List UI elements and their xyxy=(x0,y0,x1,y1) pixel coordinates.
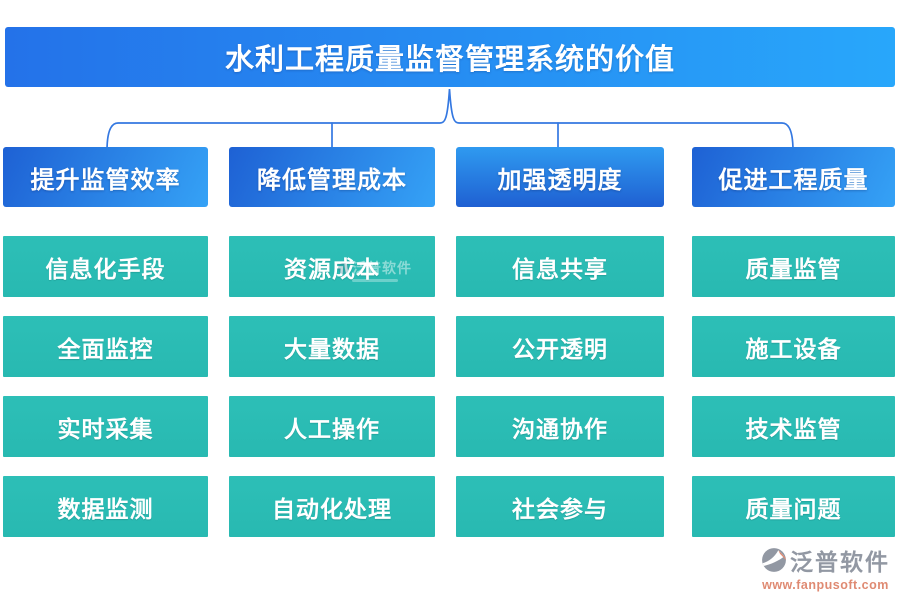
column-management-cost: 降低管理成本 资源成本 大量数据 人工操作 自动化处理 xyxy=(229,147,435,556)
value-item: 技术监管 xyxy=(692,396,895,457)
value-item-label: 技术监管 xyxy=(745,416,842,442)
value-item-label: 自动化处理 xyxy=(272,496,392,522)
value-item-label: 沟通协作 xyxy=(512,416,608,442)
brand-name: 泛普软件 xyxy=(790,550,890,575)
value-item: 信息共享 xyxy=(456,236,664,297)
brand-url: www.fanpusoft.com xyxy=(762,578,889,592)
page-title: 水利工程质量监督管理系统的价值 xyxy=(224,44,675,76)
value-item: 全面监控 xyxy=(3,316,208,377)
value-item: 资源成本 xyxy=(229,236,435,297)
value-item-label: 实时采集 xyxy=(57,416,154,442)
value-item: 沟通协作 xyxy=(456,396,664,457)
column-header: 提升监管效率 xyxy=(3,147,208,207)
value-item: 大量数据 xyxy=(229,316,435,377)
column-header: 促进工程质量 xyxy=(692,147,895,207)
column-header: 加强透明度 xyxy=(456,147,664,207)
value-item-label: 数据监测 xyxy=(57,496,154,522)
value-item: 质量问题 xyxy=(692,476,895,537)
value-item: 公开透明 xyxy=(456,316,664,377)
value-item: 实时采集 xyxy=(3,396,208,457)
value-item-label: 公开透明 xyxy=(512,336,608,362)
value-item: 社会参与 xyxy=(456,476,664,537)
value-item-label: 人工操作 xyxy=(284,416,380,442)
value-item-label: 质量问题 xyxy=(745,496,842,522)
value-item-label: 质量监管 xyxy=(745,256,842,282)
value-item: 质量监管 xyxy=(692,236,895,297)
column-header-label: 加强透明度 xyxy=(497,167,623,194)
column-supervision-efficiency: 提升监管效率 信息化手段 全面监控 实时采集 数据监测 xyxy=(3,147,208,556)
column-header-label: 降低管理成本 xyxy=(257,167,407,194)
value-item-label: 社会参与 xyxy=(512,496,608,522)
column-transparency: 加强透明度 信息共享 公开透明 沟通协作 社会参与 xyxy=(456,147,664,556)
value-item-label: 信息化手段 xyxy=(45,256,166,282)
value-item: 信息化手段 xyxy=(3,236,208,297)
connector-brace xyxy=(106,88,794,152)
value-item-label: 资源成本 xyxy=(284,256,380,282)
value-item-label: 全面监控 xyxy=(57,336,154,362)
value-item-label: 信息共享 xyxy=(512,256,608,282)
value-item: 施工设备 xyxy=(692,316,895,377)
value-item: 人工操作 xyxy=(229,396,435,457)
value-item-label: 施工设备 xyxy=(745,336,842,362)
column-header-label: 提升监管效率 xyxy=(30,167,181,194)
title-banner: 水利工程质量监督管理系统的价值 xyxy=(5,27,895,87)
footer-brand: 泛普软件 www.fanpusoft.com xyxy=(761,543,890,592)
brand-row: 泛普软件 xyxy=(761,543,890,577)
column-project-quality: 促进工程质量 质量监管 施工设备 技术监管 质量问题 xyxy=(692,147,895,556)
fanpu-logo-icon xyxy=(762,548,786,572)
column-header-label: 促进工程质量 xyxy=(718,167,869,194)
value-item: 数据监测 xyxy=(3,476,208,537)
column-header: 降低管理成本 xyxy=(229,147,435,207)
value-item: 自动化处理 xyxy=(229,476,435,537)
value-item-label: 大量数据 xyxy=(284,336,380,362)
